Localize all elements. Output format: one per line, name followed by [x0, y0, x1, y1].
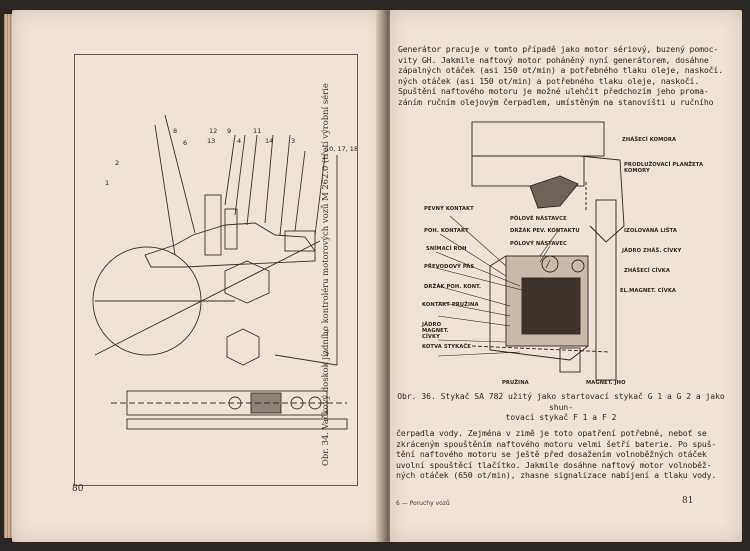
drawing-label-8: 8 [173, 127, 177, 135]
drawing-label-5: 5 [325, 349, 329, 357]
contactor-drawing [435, 121, 625, 381]
drawing-label-9: 9 [227, 127, 231, 135]
figure-36-caption: Obr. 36. Stykač SA 782 užitý jako starto… [396, 392, 726, 424]
label-izolovana-lista: IZOLOVANÁ LIŠTA [624, 228, 677, 234]
page-number-right: 81 [682, 496, 694, 506]
drawing-label-10-17-18-15: 10, 17, 18, 15 [325, 145, 357, 153]
paragraph-bottom-line-1: čerpadla vody. Zejména v zimě je toto op… [396, 428, 707, 438]
label-magnet-jho: MAGNET. JHO [586, 380, 626, 386]
drawing-label-12: 12 [209, 127, 217, 135]
right-page: Generátor pracuje v tomto případě jako m… [390, 10, 742, 542]
label-prevodovy-pas: PŘEVODOVÝ PÁS [424, 264, 475, 270]
paragraph-bottom: čerpadla vody. Zejména v zimě je toto op… [396, 428, 726, 481]
left-page: 8 6 12 13 9 4 11 14 3 2 1 10, 17, 18, 15… [12, 10, 384, 542]
drawing-label-1: 1 [105, 179, 109, 187]
paragraph-bottom-line-2: zkráceným spouštěním naftového motoru ve… [396, 438, 717, 449]
label-pruzina: PRUŽINA [502, 380, 529, 386]
drawing-label-13: 13 [207, 137, 215, 145]
paragraph-bottom-line-3: tění naftového motoru se ještě před dosa… [396, 449, 707, 460]
paragraph-top: Generátor pracuje v tomto případě jako m… [398, 44, 728, 108]
label-pulove-nastavce: PÓLOVÉ NÁSTAVCE [510, 216, 567, 222]
paragraph-top-line-3: zápalných otáček (asi 150 ot/min) a potř… [398, 65, 723, 76]
paragraph-top-line-5: Spuštění naftového motoru je možné ulehč… [398, 86, 709, 97]
page-number-left: 80 [72, 484, 84, 494]
cam-switch-drawing: 8 6 12 13 9 4 11 14 3 2 1 10, 17, 18, 15… [74, 54, 358, 486]
label-pevny-kontakt: PEVNÝ KONTAKT [424, 206, 474, 212]
label-zhasecí-komora: ZHÁŠECÍ KOMORA [622, 137, 677, 143]
label-jadro-zhas-civky: JÁDRO ZHÁŠ. CÍVKY [622, 248, 682, 254]
label-drzak-poh-kont: DRŽÁK POH. KONT. [424, 284, 482, 290]
paragraph-top-line-1: Generátor pracuje v tomto případě jako m… [398, 44, 719, 54]
figure-36-caption-line-2: tovací stykač F 1 a F 2 [505, 413, 617, 422]
figure-34-caption-wrapper: Obr. 34. Vačkový doskok jízdního kontrol… [304, 66, 364, 466]
label-jadro-magnet-civky: JÁDRO MAGNET. CÍVKY [422, 322, 449, 340]
label-el-magnet-civka: EL.MAGNET. CÍVKA [620, 288, 677, 294]
drawing-label-2: 2 [115, 159, 119, 167]
label-poh-kontakt: POH. KONTAKT [424, 228, 469, 234]
paragraph-bottom-line-5: ných otáček (650 ot/min), zhasne signali… [396, 470, 717, 481]
label-snimaci-roh: SNÍMACÍ ROH [426, 246, 467, 252]
figure-36-caption-line-1: Obr. 36. Stykač SA 782 užitý jako starto… [397, 392, 725, 412]
footer-note: 6 — Poruchy vozů [396, 500, 450, 507]
label-prodluzovaci-planzeta: PRODLUŽOVACÍ PLANŽETA KOMORY [624, 162, 704, 174]
label-pulovy-nastavec: PÓLOVÝ NÁSTAVEC [510, 241, 567, 247]
label-zhasecí-civka: ZHÁŠECÍ CÍVKA [624, 268, 671, 274]
paragraph-bottom-line-4: uvolní spouštěcí tlačítko. Jakmile dosáh… [396, 459, 712, 470]
drawing-label-14: 14 [265, 137, 273, 145]
paragraph-top-line-6: záním ručním olejovým čerpadlem, umístěn… [398, 96, 714, 107]
paragraph-top-line-2: vity GH. Jakmile naftový motor poháněný … [398, 54, 709, 65]
drawing-label-11: 11 [253, 127, 261, 135]
paragraph-top-line-4: ných otáček (asi 150 ot/min) a potřebnéh… [398, 75, 700, 86]
label-kontakt-pruzina: KONTAKT PRUŽINA [422, 302, 479, 308]
drawing-label-7: 7 [325, 329, 329, 337]
cam-switch-technical-drawing: 8 6 12 13 9 4 11 14 3 2 1 10, 17, 18, 15… [92, 114, 357, 430]
drawing-label-3: 3 [291, 137, 295, 145]
label-kotva-stykace: KOTVA STYKAČE [422, 344, 471, 350]
figure-34-caption: Obr. 34. Vačkový doskok jízdního kontrol… [320, 83, 330, 466]
label-drzak-pev-kontaktu: DRŽÁK PEV. KONTAKTU [510, 228, 580, 234]
drawing-label-4: 4 [237, 137, 241, 145]
page-edge-left [4, 14, 14, 538]
drawing-label-6: 6 [183, 139, 187, 147]
